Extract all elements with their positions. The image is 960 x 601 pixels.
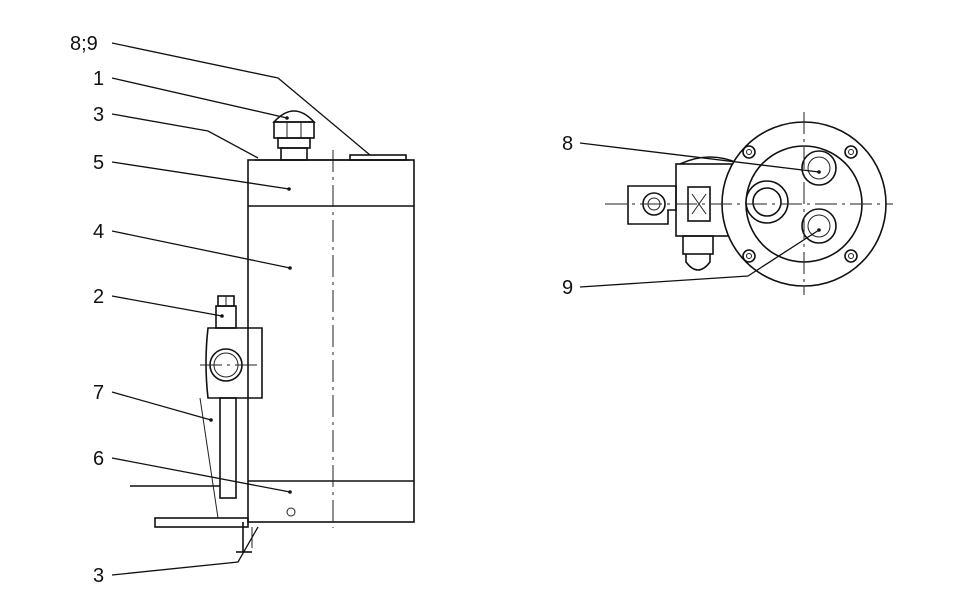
flange-bolt [742, 145, 756, 159]
clamp-block [205, 327, 263, 399]
drain-hole [286, 507, 296, 517]
label-9: 9 [562, 277, 573, 299]
port-8 [801, 150, 837, 186]
label-6: 6 [93, 448, 104, 470]
top-view [579, 112, 893, 295]
label-8-9: 8;9 [70, 33, 98, 55]
leaders-side-view [111, 42, 371, 576]
top-view-centerlines [605, 112, 893, 295]
label-3-bottom: 3 [93, 565, 104, 587]
label-3-top: 3 [93, 104, 104, 126]
flange-bolt [742, 249, 756, 263]
labels: 8;9 1 3 5 4 2 7 6 3 8 9 [70, 33, 573, 587]
label-5: 5 [93, 152, 104, 174]
port-9 [801, 208, 837, 244]
leaders-top-view [579, 142, 820, 288]
label-8: 8 [562, 133, 573, 155]
leader-dots [209, 116, 821, 494]
sensor-body [215, 305, 237, 329]
cable-gland [272, 110, 316, 161]
cylinder-body [247, 150, 415, 528]
label-4: 4 [93, 221, 104, 243]
label-7: 7 [93, 382, 104, 404]
label-1: 1 [93, 68, 104, 90]
sensor-bracket [130, 295, 263, 528]
bracket-stem [219, 397, 237, 499]
label-2: 2 [93, 286, 104, 308]
center-gland [745, 180, 789, 224]
side-view [111, 42, 415, 576]
flange-bolt [844, 249, 858, 263]
flange-bolt [844, 145, 858, 159]
mounting-foot [154, 517, 249, 528]
